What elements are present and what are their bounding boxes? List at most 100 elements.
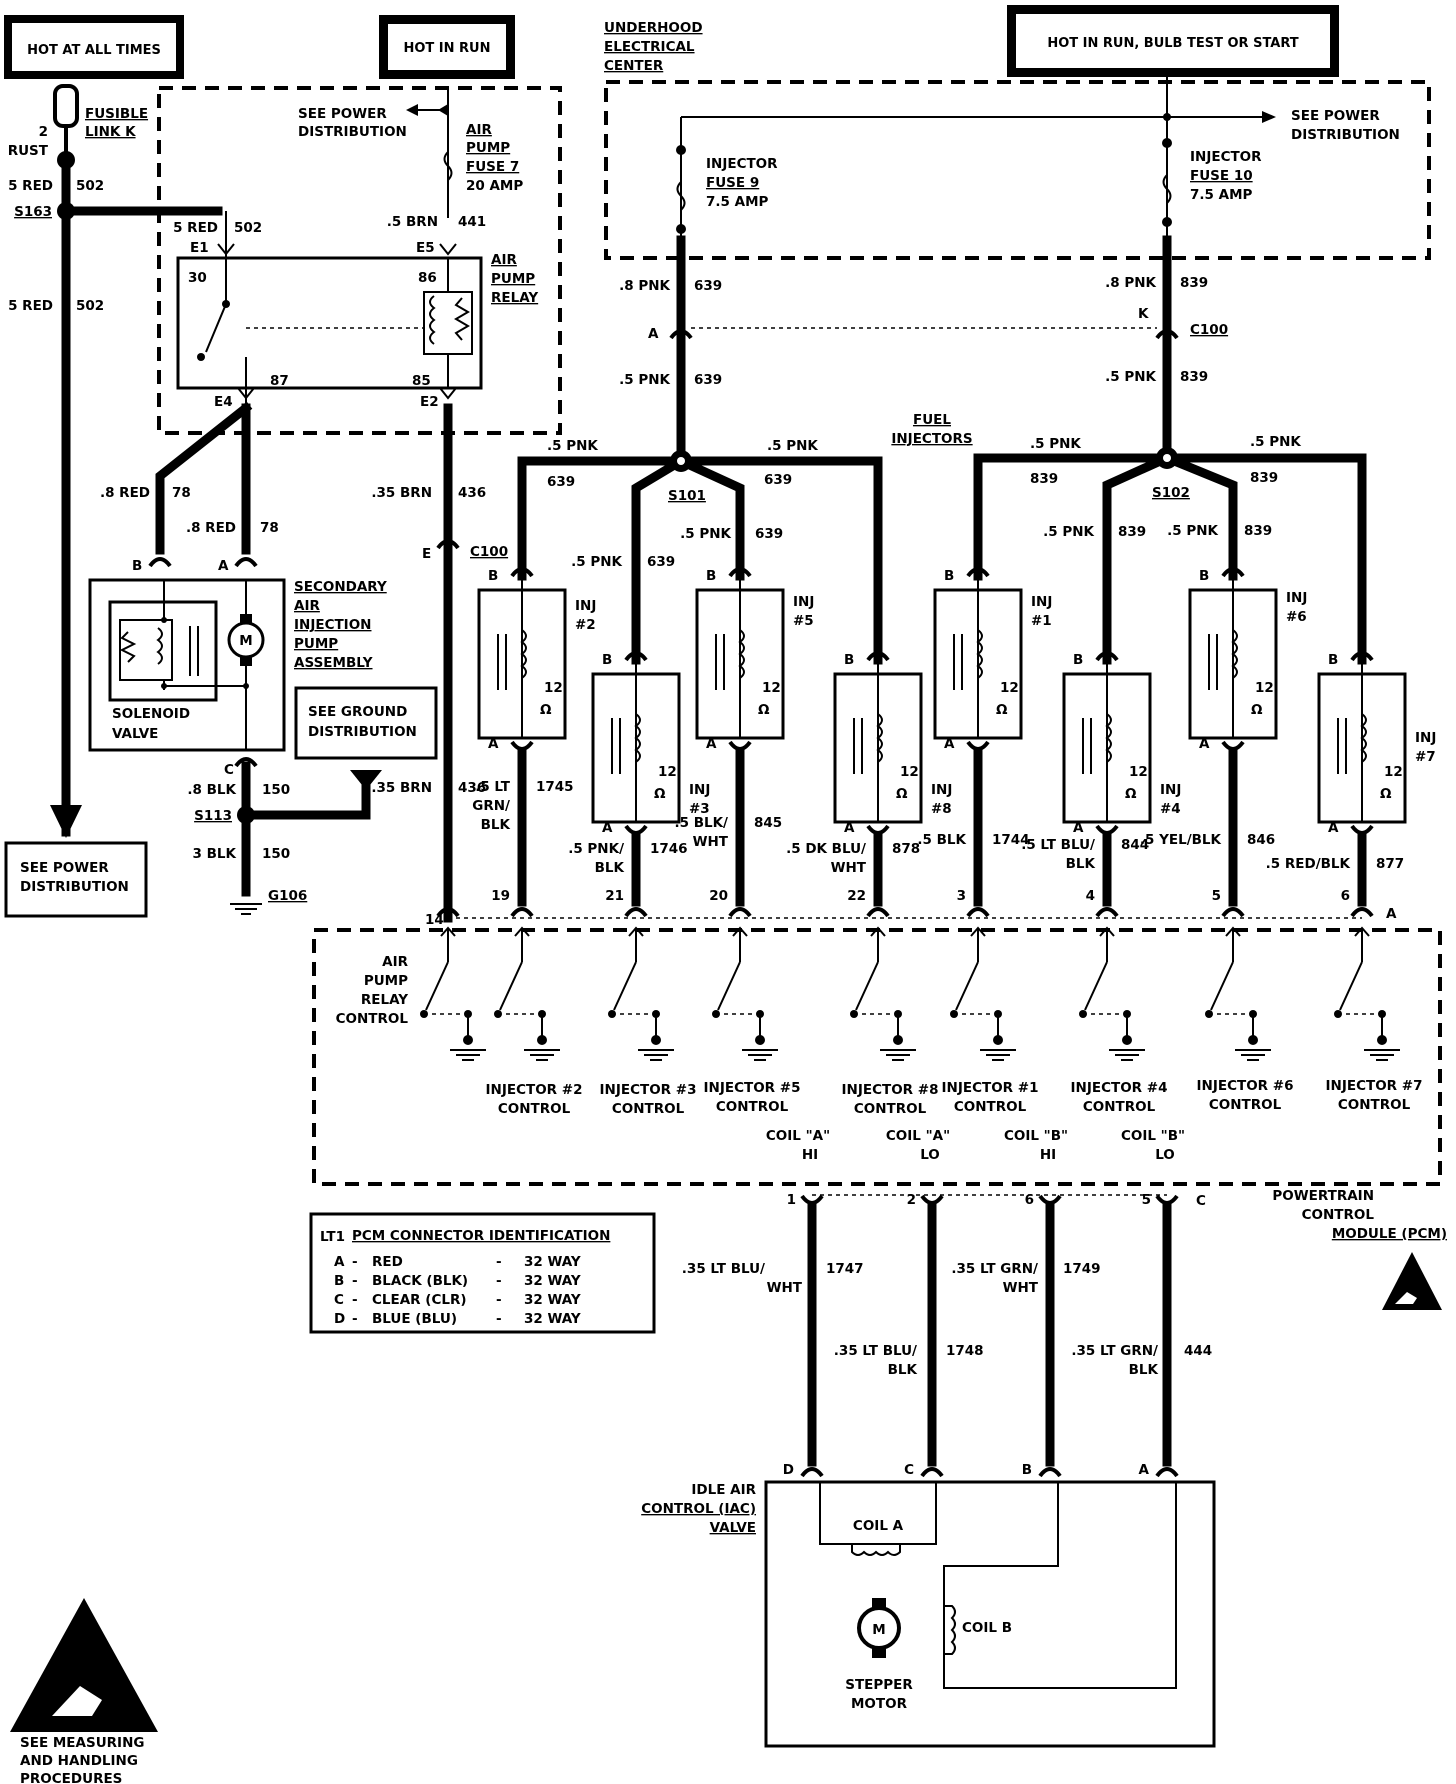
wire-1747-size: .35 LT BLU/	[682, 1261, 765, 1277]
injector-5-omega: Ω	[758, 702, 770, 718]
injector-7-ohms: 12	[1384, 764, 1403, 780]
injector-4-pcm-pin: 4	[1086, 888, 1095, 904]
fuse10-label-2: FUSE 10	[1190, 168, 1253, 184]
injector-6-coil-icon	[1231, 629, 1238, 679]
inj4-bwire-circuit: 839	[1118, 524, 1146, 540]
esd-warning-icon-small	[1382, 1252, 1442, 1310]
pcm-connector-a-label: A	[1386, 906, 1397, 922]
air-ctrl-label-3: RELAY	[361, 992, 408, 1008]
pcm-switch-5-ctrl-label-2: CONTROL	[954, 1099, 1027, 1115]
injector-6-pin-b: B	[1199, 568, 1209, 584]
wire-150a-circuit: 150	[262, 782, 290, 798]
air-ctrl-label-2: PUMP	[364, 973, 408, 989]
injector-8-num: #8	[931, 801, 952, 817]
lt1-row-1-name: BLACK (BLK)	[372, 1273, 468, 1289]
pcm-switch-7-ctrl-label-1: INJECTOR #6	[1197, 1078, 1294, 1094]
arrow-left-icon	[406, 104, 418, 116]
inj1-bwire-size-top: .5 PNK	[1030, 436, 1081, 452]
injector-2-a-wire-label-1: GRN/	[472, 798, 510, 814]
lt1-row-3-pin: D	[334, 1311, 345, 1327]
solenoid-label-1: SOLENOID	[112, 706, 190, 722]
fuse7-label-2: PUMP	[466, 140, 510, 156]
injector-1-name: INJ	[1031, 594, 1052, 610]
injector-4-a-circuit: 844	[1121, 837, 1149, 853]
injector-3-pcm-pin: 21	[605, 888, 624, 904]
see-ground-2: DISTRIBUTION	[308, 724, 417, 740]
iac-wire-2-pcm-pin: 6	[1025, 1192, 1034, 1208]
wire-639a-size: .8 PNK	[619, 278, 670, 294]
splice-s113	[237, 806, 255, 824]
fusible-wire-color: RUST	[8, 143, 49, 159]
see-ground-box	[294, 686, 438, 760]
relay-see-power-1: SEE POWER	[298, 106, 387, 122]
wire-444-size: .35 LT GRN/	[1071, 1343, 1158, 1359]
iac-coil-a-label: COIL A	[853, 1518, 904, 1534]
wire-1749-size: .35 LT GRN/	[951, 1261, 1038, 1277]
injector-8-ohms: 12	[900, 764, 919, 780]
c100-label-right: C100	[1190, 322, 1228, 338]
wire-839a-circuit: 839	[1180, 275, 1208, 291]
injector-2-a-circuit: 1745	[536, 779, 574, 795]
injector-6-pcm-pin: 5	[1212, 888, 1221, 904]
pcm-name-1: POWERTRAIN	[1272, 1188, 1374, 1204]
wire-78a-circuit: 78	[172, 485, 191, 501]
splice-s102-branches	[973, 452, 1367, 665]
injector-5-a-circuit: 845	[754, 815, 782, 831]
injector-2-pin-a: A	[488, 736, 499, 752]
iac-wire-3-pcm-pin: 5	[1142, 1192, 1151, 1208]
header-hot-in-run-bulb-test: HOT IN RUN, BULB TEST OR START	[1007, 5, 1339, 77]
inj5-bwire-circuit: 639	[755, 526, 783, 542]
esd-warning-icon-large	[10, 1598, 158, 1732]
see-ground-1: SEE GROUND	[308, 704, 407, 720]
inj7-bwire-circuit-top: 839	[1250, 470, 1278, 486]
fusible-label-2: LINK K	[85, 124, 136, 140]
injector-8-pin-a: A	[844, 820, 855, 836]
c100-label-left: C100	[470, 544, 508, 560]
injector-3-pin-b: B	[602, 652, 612, 668]
pump-name-3: INJECTION	[294, 617, 371, 633]
iac-wire-1-iac-pin: C	[904, 1462, 914, 1478]
iac-coil-a-icon	[851, 1544, 901, 1556]
pump-name-2: AIR	[294, 598, 320, 614]
header-run-text: HOT IN RUN	[403, 41, 490, 56]
wire-150a-size: .8 BLK	[187, 782, 236, 798]
relay-terminal-30: 30	[188, 270, 207, 286]
injector-2-ohms: 12	[544, 680, 563, 696]
pcm-switch-2-ctrl-label-2: CONTROL	[612, 1101, 685, 1117]
wire-1747-circuit: 1747	[826, 1261, 864, 1277]
wire-1749-color: WHT	[1003, 1280, 1039, 1296]
inj3-bwire-circuit: 639	[647, 554, 675, 570]
pcm-switch-8-ctrl-label-1: INJECTOR #7	[1326, 1078, 1423, 1094]
lt1-row-2-sep: -	[496, 1292, 502, 1308]
pcm-switch-7-ctrl-label-2: CONTROL	[1209, 1097, 1282, 1113]
inj7-bwire-size-top: .5 PNK	[1250, 434, 1301, 450]
inj8-bwire-circuit-top: 639	[764, 472, 792, 488]
injector-7-num: #7	[1415, 749, 1436, 765]
iac-wire-2-iac-pin: B	[1022, 1462, 1032, 1478]
inj3-bwire-size: .5 PNK	[571, 554, 622, 570]
iac-wire-3-iac-pin: A	[1139, 1462, 1150, 1478]
splice-s101-branches	[517, 454, 883, 665]
injector-8-a-wire-label-1: WHT	[831, 860, 867, 876]
fuse9-label-2: FUSE 9	[706, 175, 759, 191]
wire-639b-circuit: 639	[694, 372, 722, 388]
iac-wire-0-coil-label-1: COIL "A"	[766, 1128, 830, 1144]
lt1-row-0-sep: -	[496, 1254, 502, 1270]
uec-name-1: UNDERHOOD	[604, 20, 703, 36]
injector-4-b-connector	[1095, 651, 1119, 662]
uec-dashed-box	[604, 80, 1431, 260]
injector-8-b-connector	[866, 651, 890, 662]
pcm-switch-6-ctrl-label-2: CONTROL	[1083, 1099, 1156, 1115]
lt1-title-a: LT1	[320, 1229, 345, 1245]
lt1-row-1-size: 32 WAY	[524, 1273, 581, 1289]
wire-150b-size: 3 BLK	[193, 846, 237, 862]
see-power-left-2: DISTRIBUTION	[20, 879, 129, 895]
pcm-pin-14-connector	[436, 907, 460, 918]
relay-pin-e4: E4	[214, 394, 233, 410]
splice-s102-label: S102	[1152, 485, 1190, 501]
fuse-7-icon	[443, 151, 453, 181]
iac-coil-b-label: COIL B	[962, 1620, 1012, 1636]
wire-78-b	[155, 401, 253, 555]
